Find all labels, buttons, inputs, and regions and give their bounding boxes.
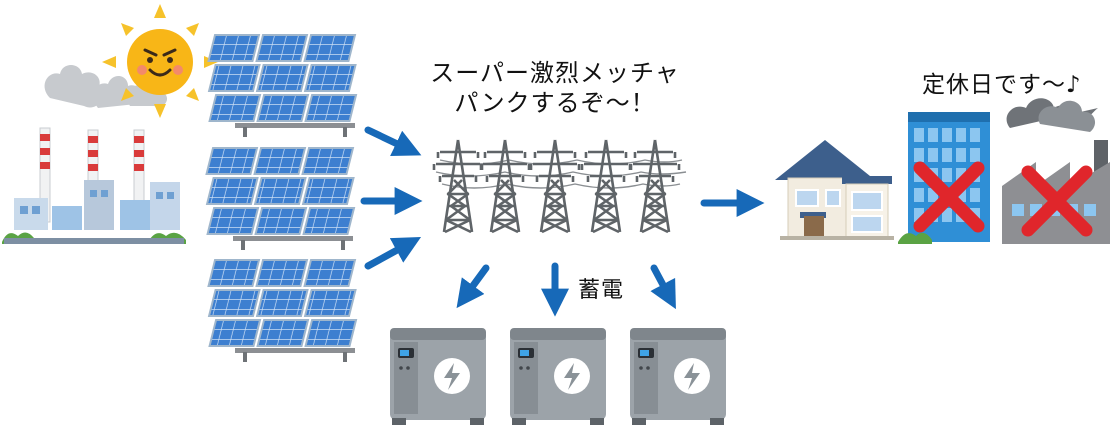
storage-label: 蓄電 (578, 278, 625, 303)
arrow-grid-to-battery-left (456, 264, 490, 309)
battery-storage-icon (510, 328, 606, 425)
grid-overload-line-1: スーパー激烈メッチャ (430, 59, 680, 87)
arrow-solar-top-to-grid (364, 126, 422, 157)
solar-panel-array-middle (190, 147, 370, 251)
arrow-grid-to-battery-right (650, 264, 676, 310)
solar-panel-array-bottom (192, 259, 372, 363)
house-icon (775, 140, 894, 240)
power-plant-icon (2, 65, 186, 244)
holiday-caption: 定休日です～♪ (922, 72, 1082, 98)
grid-overload-caption: スーパー激烈メッチャ パンクするぞ～！ (410, 58, 700, 118)
smiling-sun-icon (102, 4, 218, 118)
transmission-tower-icon (432, 138, 484, 234)
factory-icon (1002, 98, 1110, 244)
transmission-tower-icon (529, 138, 581, 234)
transmission-tower-icon (479, 138, 531, 234)
solar-panel-array-top (192, 34, 372, 138)
transmission-towers (432, 138, 687, 234)
battery-storage-icon (630, 328, 726, 425)
battery-storage-icon (390, 328, 486, 425)
grid-overload-line-2: パンクするぞ～！ (454, 89, 656, 117)
arrow-solar-bottom-to-grid (364, 236, 422, 270)
